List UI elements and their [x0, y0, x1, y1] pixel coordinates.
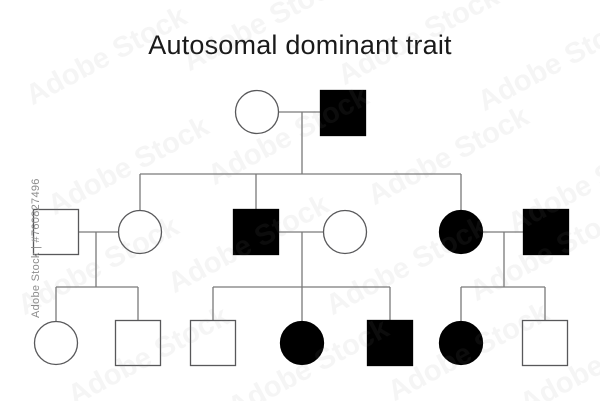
individual-III-1-female-unaffected[interactable] [33, 320, 79, 366]
individual-I-1-female-unaffected[interactable] [234, 89, 280, 135]
individual-III-6-female-affected[interactable] [438, 320, 484, 366]
individual-III-4-female-affected[interactable] [279, 320, 325, 366]
individual-II-1-male-unaffected[interactable] [32, 208, 80, 256]
watermark-side-label: Adobe Stock | #760827496 [30, 178, 42, 318]
individual-III-2-male-unaffected[interactable] [114, 319, 162, 367]
individual-II-4-female-unaffected[interactable] [322, 209, 368, 255]
individual-I-2-male-affected[interactable] [319, 89, 367, 137]
individual-III-5-male-affected[interactable] [366, 319, 414, 367]
individual-II-6-male-affected[interactable] [522, 208, 570, 256]
individual-II-5-female-affected[interactable] [438, 209, 484, 255]
page-title: Autosomal dominant trait [148, 30, 452, 60]
individual-III-3-male-unaffected[interactable] [189, 319, 237, 367]
individual-symbols-layer [32, 89, 570, 367]
connector-lines-layer [55, 111, 546, 322]
individual-II-3-male-affected[interactable] [232, 208, 280, 256]
individual-III-7-male-unaffected[interactable] [521, 319, 569, 367]
individual-II-2-female-unaffected[interactable] [117, 209, 163, 255]
